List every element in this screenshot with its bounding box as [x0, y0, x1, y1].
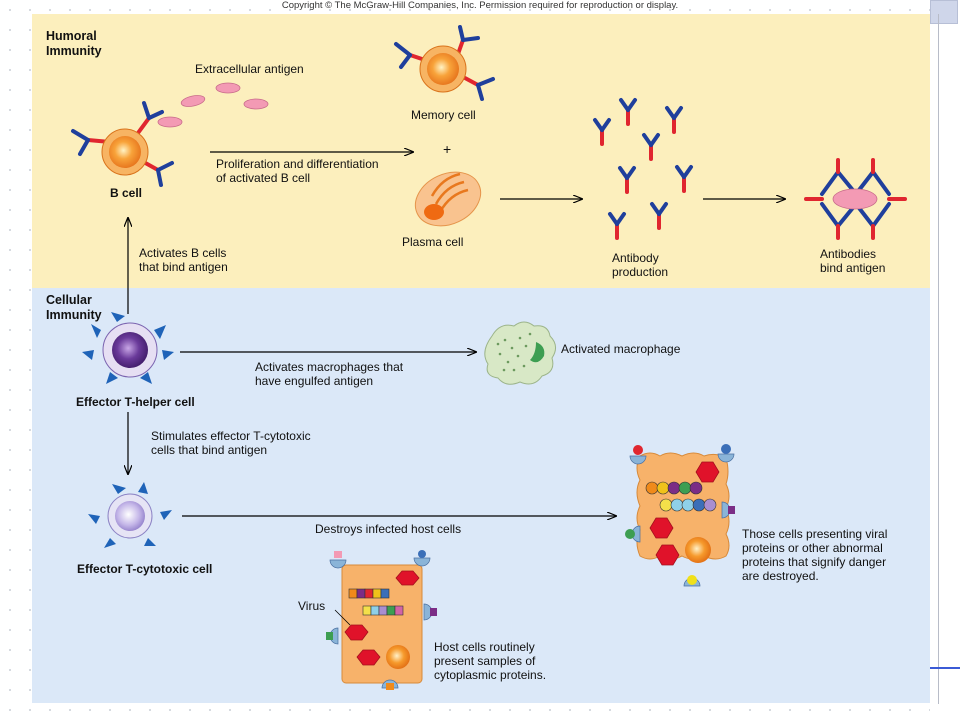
t-helper-cell-label: Effector T-helper cell: [76, 395, 195, 409]
activates-b-cells-label-line2: that bind antigen: [139, 260, 228, 274]
free-antibodies: [593, 98, 693, 240]
t-helper-cell-icon: [82, 312, 174, 384]
antibody-production-label-line1: Antibody: [612, 251, 659, 265]
host-cell-icon: [326, 550, 437, 690]
slide-edge-decoration: [930, 0, 960, 720]
infected-host-cell-icon: [625, 444, 735, 587]
proliferation-label-line1: Proliferation and differentiation: [216, 157, 379, 171]
b-cell-label: B cell: [110, 186, 143, 200]
proliferation-label-line2: of activated B cell: [216, 171, 311, 185]
host-cells-label-line3: cytoplasmic proteins.: [434, 668, 547, 682]
activates-macrophages-label-line2: have engulfed antigen: [255, 374, 374, 388]
memory-cell-label: Memory cell: [411, 108, 476, 122]
humoral-immunity-title: Humoral Immunity: [46, 29, 102, 58]
destroys-infected-label: Destroys infected host cells: [315, 522, 462, 536]
virus-label: Virus: [298, 599, 326, 613]
destroyed-cells-label-line1: Those cells presenting viral: [742, 527, 888, 541]
destroyed-cells-label-line4: are destroyed.: [742, 569, 819, 583]
plasma-cell-icon: [414, 171, 482, 227]
plus-sign: +: [443, 141, 452, 157]
host-cell-mhc-markers: [326, 550, 437, 690]
t-cytotoxic-cell-icon: [88, 482, 172, 548]
antibodies-bind-label-line1: Antibodies: [820, 247, 877, 261]
humoral-immunity-panel: [32, 14, 930, 288]
destroyed-cells-label-line3: proteins that signify danger: [742, 555, 887, 569]
activates-macrophages-label-line1: Activates macrophages that: [255, 360, 404, 374]
activated-macrophage-label: Activated macrophage: [561, 342, 681, 356]
memory-cell-icon: [394, 25, 495, 101]
plasma-cell-label: Plasma cell: [402, 235, 464, 249]
destroyed-cells-label-line2: proteins or other abnormal: [742, 541, 883, 555]
host-cells-label-line1: Host cells routinely: [434, 640, 535, 654]
host-cells-label-line2: present samples of: [434, 654, 536, 668]
activated-macrophage-icon: [484, 321, 556, 385]
slide-edge-line: [938, 14, 939, 704]
antibody-antigen-complex: [804, 158, 907, 240]
virus-pointer-line: [334, 609, 351, 626]
stimulates-cytotoxic-label-line1: Stimulates effector T-cytotoxic: [151, 429, 311, 443]
stimulates-cytotoxic-label-line2: cells that bind antigen: [151, 443, 268, 457]
infected-cell-mhc-markers: [625, 444, 735, 587]
slide-accent-line: [930, 667, 960, 669]
cellular-immunity-panel: [32, 288, 930, 703]
antibody-production-label-line2: production: [612, 265, 669, 279]
activates-b-cells-label-line1: Activates B cells: [139, 246, 227, 260]
extracellular-antigen-label: Extracellular antigen: [195, 62, 304, 76]
cellular-immunity-title: Cellular Immunity: [46, 293, 102, 322]
b-cell-icon: [71, 101, 174, 187]
extracellular-antigens: [157, 82, 269, 128]
t-cytotoxic-cell-label: Effector T-cytotoxic cell: [77, 562, 213, 576]
slide-corner-square: [930, 0, 958, 24]
copyright-notice: Copyright © The McGraw-Hill Companies, I…: [281, 0, 679, 11]
antibodies-bind-label-line2: bind antigen: [820, 261, 886, 275]
